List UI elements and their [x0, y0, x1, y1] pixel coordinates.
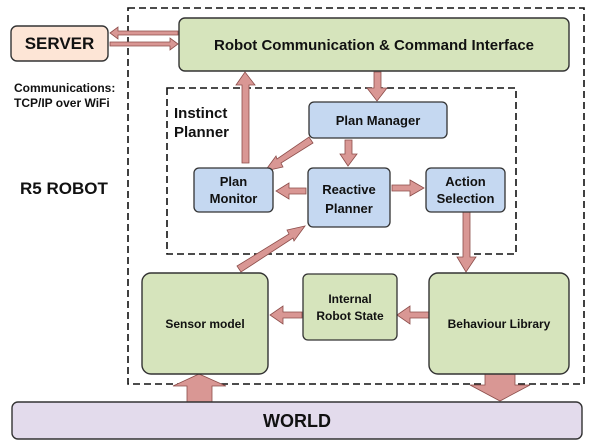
- world-box: WORLD: [11, 401, 583, 440]
- behaviour-library-label: Behaviour Library: [448, 317, 551, 331]
- arrow-plan-monitor-to-comm: [235, 71, 256, 164]
- reactive-planner-label-line2: Planner: [325, 201, 373, 216]
- plan-manager-box: Plan Manager: [308, 101, 448, 139]
- behaviour-library-box: Behaviour Library: [428, 272, 570, 375]
- robot-comm-interface-box: Robot Communication & Command Interface: [178, 17, 570, 72]
- arrows: [109, 26, 531, 404]
- plan-manager-label: Plan Manager: [336, 113, 421, 128]
- arrow-reactive-to-action: [391, 179, 425, 197]
- communications-label-line2: TCP/IP over WiFi: [14, 96, 110, 110]
- instinct-planner-label-line2: Planner: [174, 124, 229, 141]
- arrow-comm-to-plan-manager: [366, 71, 388, 102]
- internal-state-box: Internal Robot State: [302, 273, 398, 341]
- robot-comm-interface-label: Robot Communication & Command Interface: [214, 37, 534, 54]
- arrow-behaviour-to-world: [469, 373, 531, 402]
- arrow-plan-manager-to-reactive: [339, 139, 358, 167]
- world-label: WORLD: [263, 411, 331, 431]
- arrow-server-to-comm: [109, 37, 179, 51]
- arrow-comm-to-server: [109, 26, 179, 40]
- server-box: SERVER: [10, 25, 109, 62]
- sensor-model-box: Sensor model: [141, 272, 269, 375]
- arrow-reactive-to-monitor: [275, 182, 307, 200]
- instinct-planner-label-line1: Instinct: [174, 105, 227, 122]
- planner-boundary: [166, 87, 517, 255]
- robot-boundary: [127, 7, 585, 385]
- plan-monitor-box: Plan Monitor: [193, 167, 274, 213]
- internal-state-label-line2: Robot State: [316, 309, 384, 323]
- server-label: SERVER: [25, 34, 95, 53]
- internal-state-label-line1: Internal: [328, 292, 371, 306]
- arrow-action-to-behaviour: [456, 211, 477, 273]
- arrow-plan-manager-to-monitor: [264, 136, 314, 172]
- plan-monitor-label-line1: Plan: [220, 174, 248, 189]
- sensor-model-label: Sensor model: [165, 317, 244, 331]
- robot-label: R5 ROBOT: [20, 179, 108, 198]
- arrow-internal-to-sensor: [269, 305, 303, 325]
- action-selection-label-line1: Action: [445, 174, 486, 189]
- reactive-planner-box: Reactive Planner: [307, 167, 391, 228]
- arrow-sensor-to-reactive: [236, 225, 306, 273]
- plan-monitor-label-line2: Monitor: [210, 191, 258, 206]
- reactive-planner-label-line1: Reactive: [322, 182, 375, 197]
- action-selection-box: Action Selection: [425, 167, 506, 213]
- arrow-world-to-sensor: [172, 373, 227, 404]
- communications-label-line1: Communications:: [14, 81, 115, 95]
- arrow-behaviour-to-internal: [396, 305, 431, 325]
- action-selection-label-line2: Selection: [437, 191, 495, 206]
